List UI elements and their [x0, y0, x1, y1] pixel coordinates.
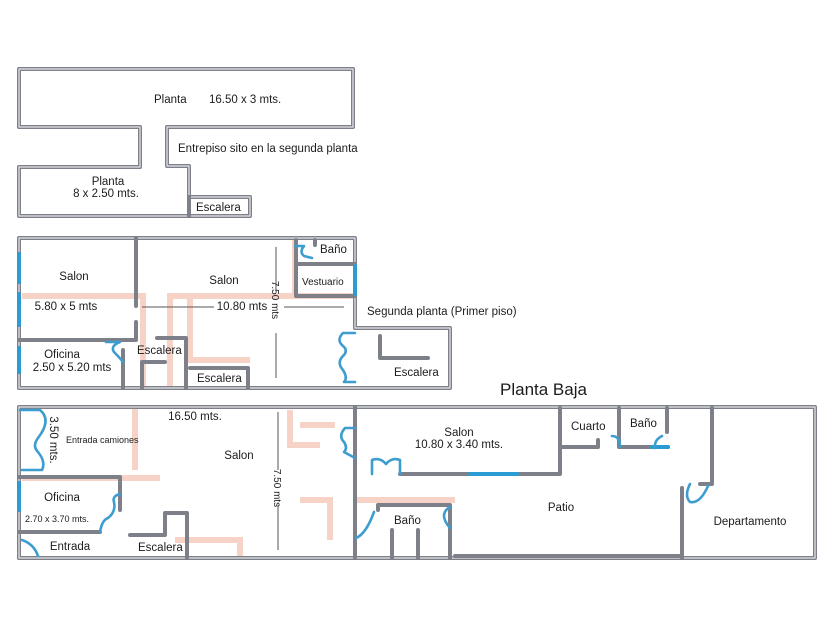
entrance-label: Entrada	[50, 541, 91, 553]
wall-bano-ground	[376, 503, 452, 560]
second-floor-outer-inner	[18, 237, 451, 389]
second-floor-caption: Segunda planta (Primer piso)	[367, 306, 517, 318]
ground-floor-title: Planta Baja	[500, 380, 587, 399]
ground-depth-label: 7.50 mts	[271, 469, 282, 507]
wall-salon-divider	[17, 236, 138, 342]
door-office-ground	[98, 492, 122, 534]
wall-vestuario	[294, 238, 357, 298]
office-label: Oficina	[44, 349, 80, 361]
bano-label: Baño	[320, 244, 347, 256]
ground-salon-label: Salon	[224, 450, 253, 462]
door-bano-ground-right	[653, 434, 664, 450]
second-floor-depth: 7.50 mts	[269, 281, 280, 319]
mezzanine-small-size: 8 x 2.50 mts.	[73, 188, 139, 200]
second-floor-overlay	[22, 240, 355, 388]
door-entrance	[20, 538, 40, 558]
mezzanine-main-label: Planta	[154, 94, 187, 106]
door-double-center	[339, 426, 357, 460]
door-office	[104, 340, 125, 364]
ground-floor-plan: Planta Baja 16.50 mts	[17, 380, 817, 560]
salon-right-width: 10.80 mts	[217, 301, 268, 313]
salon-2-label: Salon	[444, 427, 473, 439]
ground-office-label: Oficina	[44, 492, 80, 504]
stairs-label-1: Escalera	[137, 345, 182, 357]
truck-entry-width: 3.50 mts.	[47, 416, 59, 463]
door-cuarto	[610, 434, 622, 449]
mezzanine-small-label: Planta	[92, 176, 125, 188]
patio-label: Patio	[548, 502, 574, 514]
wall-stair-right	[378, 334, 430, 360]
mezzanine-main-size: 16.50 x 3 mts.	[209, 94, 281, 106]
door-double-salon-2	[370, 457, 402, 476]
door-bano	[293, 244, 314, 260]
ground-width-label: 16.50 mts.	[168, 411, 222, 423]
salon-right-label: Salon	[209, 275, 238, 287]
departamento-label: Departamento	[714, 516, 787, 528]
second-floor-plan: Salon 5.80 x 5 mts Salon 10.80 mts 7.50 …	[17, 236, 517, 390]
bano-ground-left-label: Baño	[394, 515, 421, 527]
wall-departamento	[680, 406, 714, 560]
salon-2-size: 10.80 x 3.40 mts.	[415, 439, 503, 451]
door-bano-ground-2	[442, 505, 452, 530]
truck-entry-label: Entrada camiones	[66, 435, 139, 445]
bano-ground-right-label: Baño	[630, 418, 657, 430]
stairs-label-3: Escalera	[394, 367, 439, 379]
door-truck-entry	[18, 408, 47, 472]
ground-office-size: 2.70 x 3.70 mts.	[25, 514, 89, 524]
vestuario-label: Vestuario	[302, 277, 344, 288]
salon-left-label: Salon	[59, 271, 88, 283]
door-departamento	[685, 482, 710, 504]
door-bano-ground	[354, 510, 376, 540]
salon-left-size: 5.80 x 5 mts	[35, 301, 98, 313]
wall-stair-a	[140, 336, 188, 390]
office-size: 2.50 x 5.20 mts	[33, 362, 112, 374]
mezzanine-stairs-label: Escalera	[196, 202, 241, 214]
stairs-label-2: Escalera	[197, 373, 242, 385]
wall-office	[17, 475, 122, 534]
wall-stairs	[128, 511, 189, 560]
wall-stair-b	[188, 366, 250, 390]
cuarto-label: Cuarto	[571, 421, 606, 433]
door-double-right	[338, 331, 357, 384]
ground-stairs-label: Escalera	[138, 542, 183, 554]
mezzanine-caption: Entrepiso sito en la segunda planta	[178, 143, 358, 155]
mezzanine-plan: Planta 16.50 x 3 mts. Entrepiso sito en …	[17, 67, 358, 218]
mezzanine-outline-inner	[18, 68, 354, 217]
